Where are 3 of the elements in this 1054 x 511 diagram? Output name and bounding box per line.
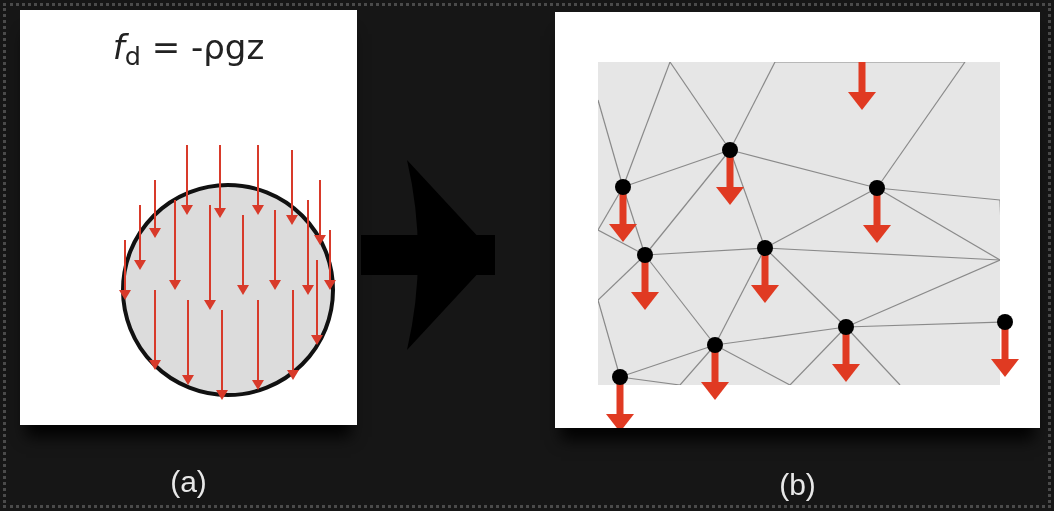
panel-caption: (a) — [170, 467, 207, 497]
panel-caption: (b) — [779, 470, 816, 500]
formula-text: f$_{d}$ = -ρgz — [112, 26, 265, 73]
